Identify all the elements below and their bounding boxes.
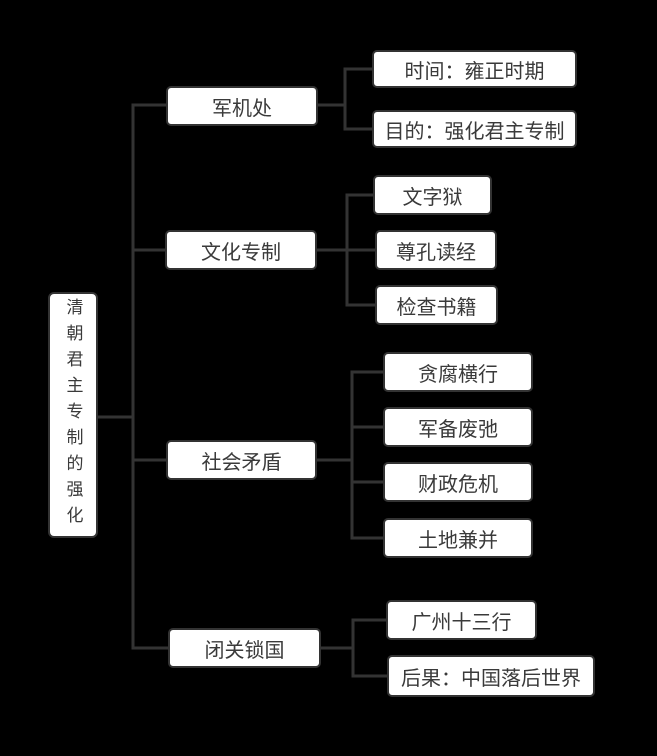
- leaf-revere-confucius-classics-label: 尊孔读经: [396, 241, 476, 264]
- leaf-literary-inquisition-label: 文字狱: [402, 186, 463, 209]
- leaf-time-yongzheng-label: 时间：雍正时期: [404, 60, 545, 83]
- root-node: 清朝君主专制的强化: [48, 292, 98, 538]
- leaf-canton-thirteen-factories-label: 广州十三行: [411, 611, 512, 634]
- branch-grand-council-label: 军机处: [212, 97, 272, 120]
- leaf-land-annexation: 土地兼并: [383, 518, 533, 558]
- leaf-fiscal-crisis: 财政危机: [383, 462, 533, 502]
- root-node-label: 清朝君主专制的强化: [63, 298, 83, 532]
- leaf-fiscal-crisis-label: 财政危机: [418, 473, 498, 496]
- leaf-military-decay-label: 军备废弛: [418, 418, 498, 441]
- leaf-purpose-strengthen-autocracy: 目的：强化君主专制: [372, 110, 577, 148]
- leaf-purpose-strengthen-autocracy-label: 目的：强化君主专制: [384, 120, 565, 143]
- leaf-time-yongzheng: 时间：雍正时期: [372, 50, 577, 88]
- leaf-rampant-corruption: 贪腐横行: [383, 352, 533, 392]
- branch-cultural-autocracy: 文化专制: [165, 230, 317, 270]
- branch-closed-door-policy: 闭关锁国: [168, 628, 321, 668]
- leaf-consequence-china-falls-behind: 后果：中国落后世界: [387, 655, 595, 697]
- leaf-literary-inquisition: 文字狱: [373, 175, 492, 215]
- leaf-military-decay: 军备废弛: [383, 407, 533, 447]
- branch-social-contradictions: 社会矛盾: [166, 440, 317, 480]
- leaf-canton-thirteen-factories: 广州十三行: [386, 600, 537, 640]
- branch-cultural-autocracy-label: 文化专制: [201, 241, 281, 264]
- leaf-rampant-corruption-label: 贪腐横行: [418, 363, 498, 386]
- leaf-revere-confucius-classics: 尊孔读经: [375, 230, 497, 270]
- leaf-land-annexation-label: 土地兼并: [418, 529, 498, 552]
- branch-grand-council: 军机处: [166, 86, 318, 126]
- leaf-inspect-books: 检查书籍: [375, 285, 498, 325]
- leaf-consequence-china-falls-behind-label: 后果：中国落后世界: [401, 667, 581, 690]
- leaf-inspect-books-label: 检查书籍: [396, 296, 477, 319]
- branch-closed-door-policy-label: 闭关锁国: [204, 639, 285, 662]
- branch-social-contradictions-label: 社会矛盾: [201, 451, 282, 474]
